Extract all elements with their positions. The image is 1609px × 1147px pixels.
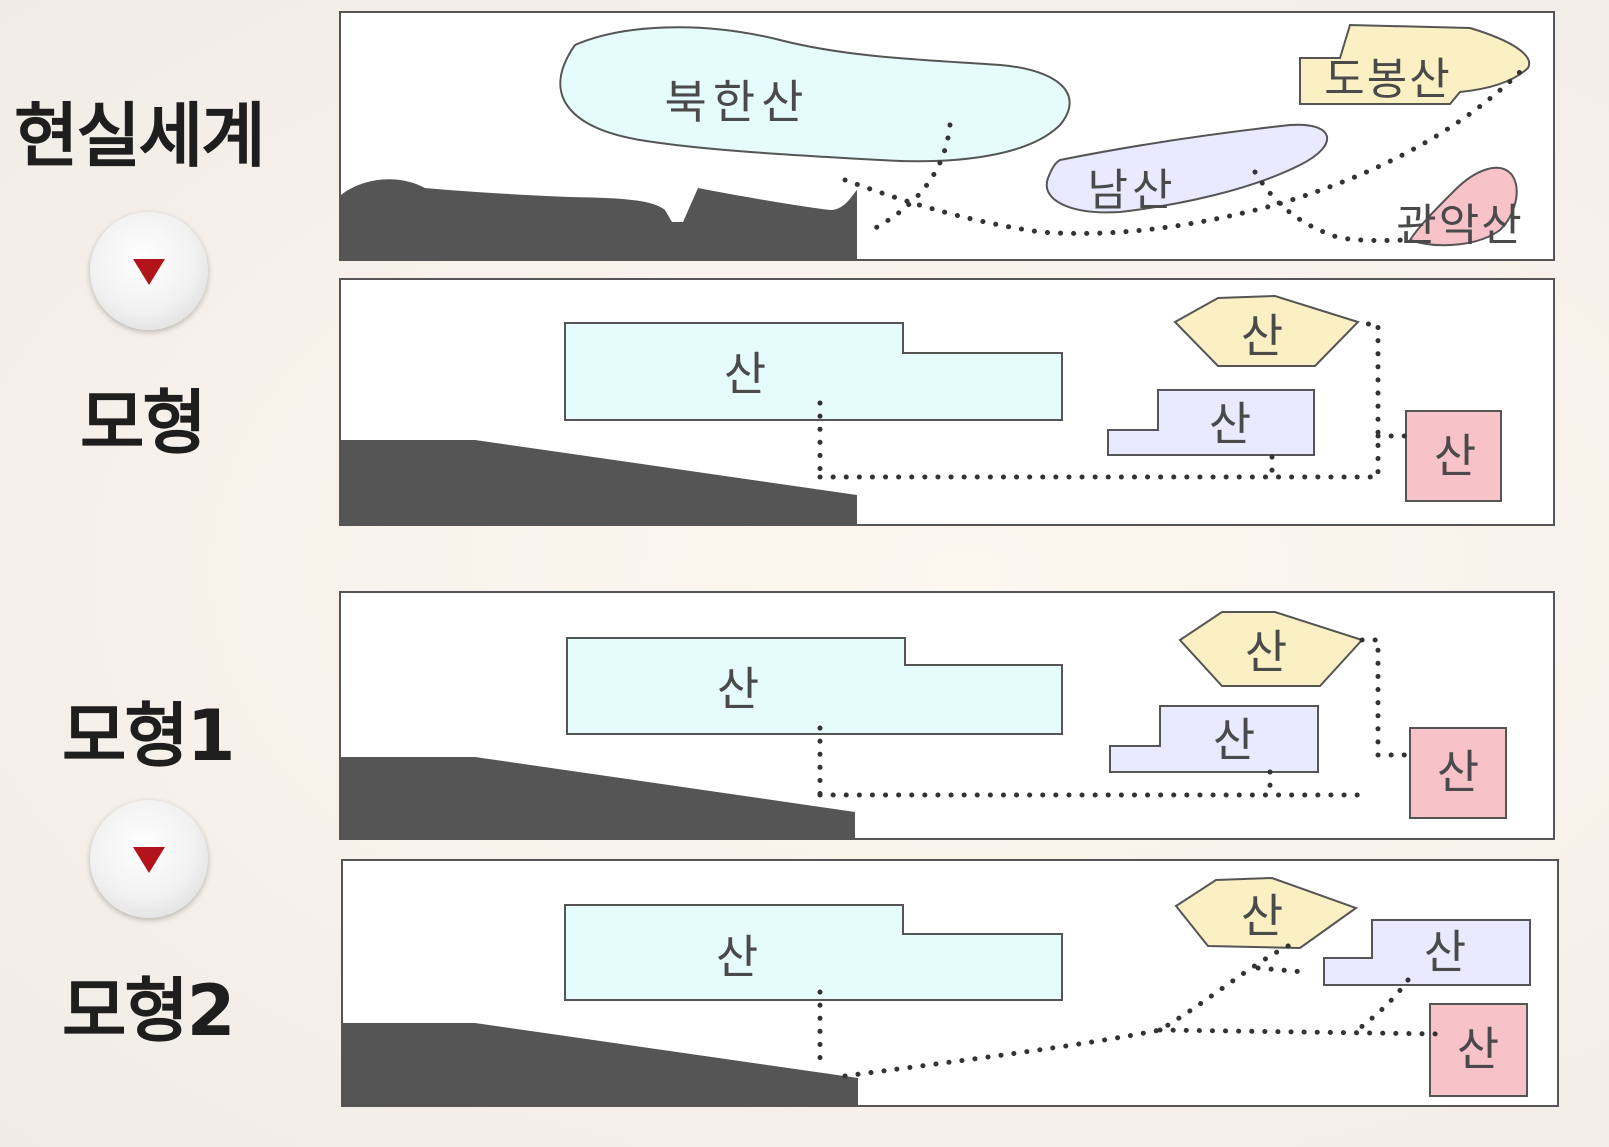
model1-bukhansan-shape bbox=[566, 637, 1063, 735]
model1-gwanaksan-shape bbox=[1409, 727, 1507, 819]
model1-label-gwanaksan: 산 bbox=[1437, 745, 1479, 799]
label-model1: 모형1 bbox=[62, 695, 236, 777]
model-gwanaksan-shape bbox=[1405, 410, 1502, 502]
model1-namsan-shape bbox=[1109, 705, 1319, 773]
real-path-bukhan bbox=[865, 122, 953, 235]
model-ground-terrain bbox=[341, 440, 857, 525]
model1-ground-terrain bbox=[341, 757, 855, 838]
model-label-namsan: 산 bbox=[1209, 397, 1251, 451]
real-ground-terrain bbox=[341, 179, 857, 259]
step-arrow-button-2[interactable] bbox=[90, 800, 208, 918]
label-real-world: 현실세계 bbox=[14, 95, 266, 177]
real-label-gwanaksan: 관악산 bbox=[1396, 200, 1523, 251]
panel-model1: 산 산 산 산 bbox=[339, 591, 1555, 840]
model2-label-bukhansan: 산 bbox=[716, 930, 758, 984]
down-triangle-arrow-icon bbox=[133, 259, 165, 285]
real-bukhansan-shape bbox=[559, 26, 1071, 163]
model-dobongsan-shape bbox=[1173, 294, 1360, 367]
model2-label-namsan: 산 bbox=[1424, 925, 1466, 979]
model2-label-gwanaksan: 산 bbox=[1457, 1022, 1499, 1076]
model2-path-main bbox=[842, 942, 1293, 1079]
model-path-main bbox=[817, 321, 1381, 480]
model2-bukhansan-shape bbox=[564, 904, 1063, 1001]
model2-namsan-shape bbox=[1323, 919, 1531, 986]
real-label-dobongsan: 도봉산 bbox=[1324, 54, 1451, 105]
model2-path-dobong bbox=[1255, 965, 1308, 975]
down-triangle-arrow-icon bbox=[133, 847, 165, 873]
real-namsan-shape bbox=[1045, 123, 1329, 214]
real-dobongsan-shape bbox=[1299, 23, 1531, 105]
real-label-namsan: 남산 bbox=[1088, 165, 1177, 216]
label-model2: 모형2 bbox=[62, 970, 236, 1052]
panel-model: 산 산 산 산 bbox=[339, 278, 1555, 526]
model-label-dobongsan: 산 bbox=[1241, 309, 1283, 363]
model-bukhansan-shape bbox=[564, 322, 1063, 421]
step-arrow-button-1[interactable] bbox=[90, 212, 208, 330]
real-gwanaksan-shape bbox=[1408, 166, 1518, 247]
model-label-bukhansan: 산 bbox=[724, 347, 766, 401]
model2-path-gwanak bbox=[1157, 1027, 1443, 1037]
model-namsan-shape bbox=[1107, 389, 1315, 456]
model2-ground-terrain bbox=[343, 1023, 858, 1105]
model1-label-bukhansan: 산 bbox=[717, 662, 759, 716]
real-label-bukhansan: 북한산 bbox=[665, 75, 810, 129]
model2-label-dobongsan: 산 bbox=[1241, 889, 1283, 943]
model2-path-namsan bbox=[1352, 977, 1411, 1035]
panel-model2: 산 산 산 산 bbox=[341, 859, 1559, 1107]
label-model: 모형 bbox=[80, 382, 207, 464]
model2-gwanaksan-shape bbox=[1429, 1003, 1528, 1097]
model2-dobongsan-shape bbox=[1174, 876, 1359, 950]
model1-label-dobongsan: 산 bbox=[1245, 625, 1287, 679]
model1-label-namsan: 산 bbox=[1213, 713, 1255, 767]
model-label-gwanaksan: 산 bbox=[1434, 429, 1476, 483]
panel-real-world: 북한산 도봉산 남산 관악산 bbox=[339, 11, 1555, 261]
